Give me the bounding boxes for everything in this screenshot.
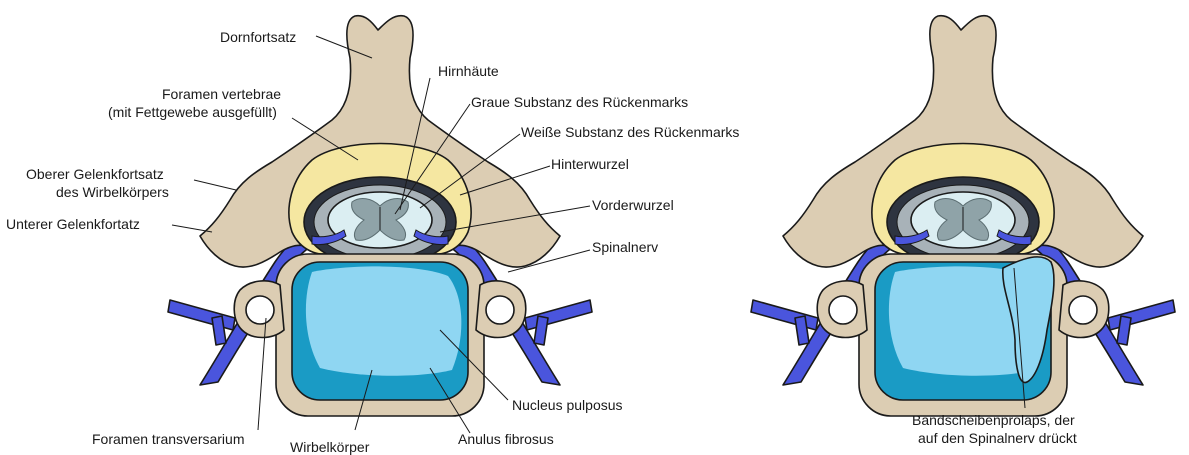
label-unterer-gelenkfortsatz: Unterer Gelenkfortatz — [6, 216, 140, 232]
label-nucleus-pulposus: Nucleus pulposus — [512, 397, 623, 413]
label-hinterwurzel: Hinterwurzel — [551, 156, 629, 172]
label-foramen-transversarium: Foramen transversarium — [92, 431, 245, 447]
label-oberer-gelenkfortsatz: Oberer Gelenkfortsatz — [26, 166, 164, 182]
vertebra-normal — [168, 16, 592, 416]
label-oberer-gelenkfortsatz-2: des Wirbelkörpers — [56, 184, 169, 200]
label-weisse-substanz: Weiße Substanz des Rückenmarks — [521, 124, 739, 140]
label-vorderwurzel: Vorderwurzel — [592, 197, 674, 213]
label-dornfortsatz: Dornfortsatz — [220, 29, 296, 45]
label-graue-substanz: Graue Substanz des Rückenmarks — [471, 94, 688, 110]
label-bandscheibenprolaps: Bandscheibenprolaps, der — [912, 412, 1075, 428]
label-spinalnerv: Spinalnerv — [592, 239, 658, 255]
label-anulus-fibrosus: Anulus fibrosus — [458, 431, 554, 447]
label-hirnhaeute: Hirnhäute — [438, 63, 499, 79]
label-bandscheibenprolaps-2: auf den Spinalnerv drückt — [918, 430, 1077, 446]
label-wirbelkoerper: Wirbelkörper — [290, 439, 370, 455]
vertebra-prolapse — [751, 16, 1175, 416]
label-foramen-vertebrae: Foramen vertebrae — [162, 86, 281, 102]
label-foramen-vertebrae-note: (mit Fettgewebe ausgefüllt) — [108, 104, 277, 120]
